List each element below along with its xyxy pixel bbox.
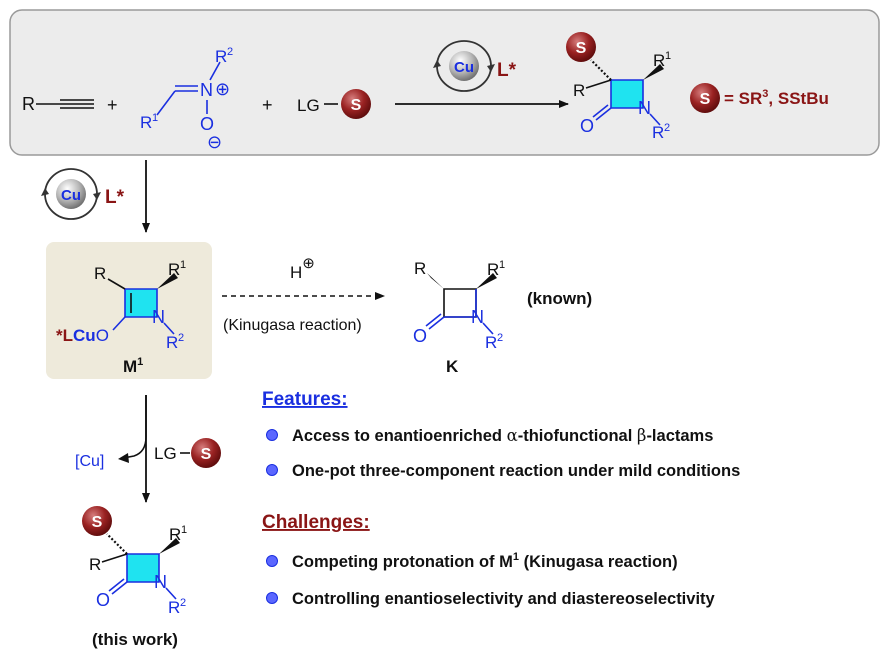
ligand-label: L*	[497, 60, 517, 81]
bullet-icon	[266, 464, 278, 476]
svg-text:R: R	[573, 81, 585, 100]
sulfur-ball-icon	[191, 438, 221, 468]
lg-sulfur-reagent: LG S	[297, 89, 371, 119]
side-catalyst: Cu L*	[41, 168, 125, 220]
svg-text:2: 2	[178, 332, 184, 344]
svg-text:1: 1	[180, 259, 186, 271]
svg-text:Cu: Cu	[61, 187, 81, 204]
svg-text:Cu: Cu	[454, 59, 474, 76]
sulfur-ball-icon	[566, 32, 596, 62]
known-label: (known)	[527, 289, 592, 308]
final-product: S R R 1 O N R 2	[82, 506, 187, 617]
svg-text:2: 2	[497, 332, 503, 344]
nitrone: R 1 N R 2 ⊕ O ⊖	[140, 46, 233, 152]
svg-text:LG: LG	[297, 96, 320, 115]
svg-text:N: N	[471, 307, 484, 327]
svg-text:2: 2	[227, 46, 233, 58]
svg-text:O: O	[413, 326, 427, 346]
svg-text:R: R	[168, 598, 180, 617]
svg-text:R: R	[653, 51, 665, 70]
sulfur-definition: S = SR3, SStBu	[690, 83, 829, 113]
bullet-icon	[266, 555, 278, 567]
challenge-item: Controlling enantioselectivity and diast…	[292, 590, 716, 608]
svg-text:R: R	[215, 47, 227, 66]
challenge-item: Competing protonation of M1 (Kinugasa re…	[292, 551, 678, 571]
plus-sign: +	[262, 95, 273, 115]
svg-text:K: K	[446, 357, 459, 376]
svg-text:S: S	[201, 446, 212, 463]
cu-removed-label: [Cu]	[75, 453, 104, 470]
svg-text:S: S	[576, 40, 587, 57]
svg-text:⊕: ⊕	[215, 79, 230, 99]
svg-text:O: O	[200, 114, 214, 134]
sulfur-ball-icon	[690, 83, 720, 113]
plus-sign: +	[107, 95, 118, 115]
svg-text:O: O	[96, 590, 110, 610]
svg-text:R: R	[89, 555, 101, 574]
svg-text:= SR3, SStBu: = SR3, SStBu	[724, 88, 829, 108]
svg-text:*LCuO: *LCuO	[56, 326, 109, 345]
svg-text:S: S	[92, 514, 103, 531]
top-product: S R R 1 O N R 2	[566, 32, 671, 142]
this-work-label: (this work)	[92, 630, 178, 649]
svg-text:R: R	[166, 333, 178, 352]
cu-release-curve	[122, 395, 147, 459]
feature-item: One-pot three-component reaction under m…	[292, 462, 740, 480]
feature-item: Access to enantioenriched α-thiofunction…	[292, 426, 713, 445]
svg-text:N: N	[154, 572, 167, 592]
svg-text:R: R	[94, 264, 106, 283]
svg-text:R: R	[414, 259, 426, 278]
svg-text:O: O	[580, 116, 594, 136]
sulfur-ball-icon	[82, 506, 112, 536]
svg-text:L*: L*	[105, 187, 125, 208]
alkyne: R	[22, 94, 94, 114]
svg-text:N: N	[152, 307, 165, 327]
svg-text:1: 1	[152, 112, 158, 124]
kinugasa-caption: (Kinugasa reaction)	[223, 317, 362, 334]
sulfur-ball-icon	[341, 89, 371, 119]
svg-text:2: 2	[664, 122, 670, 134]
svg-text:R: R	[485, 333, 497, 352]
svg-text:2: 2	[180, 597, 186, 609]
svg-text:1: 1	[665, 50, 671, 62]
svg-text:R: R	[169, 525, 181, 544]
svg-text:N: N	[638, 98, 651, 118]
svg-text:1: 1	[181, 524, 187, 536]
svg-text:R: R	[652, 123, 664, 142]
svg-text:R: R	[140, 113, 152, 132]
features-heading: Features:	[262, 389, 348, 410]
svg-text:S: S	[700, 91, 711, 108]
challenges-heading: Challenges:	[262, 512, 370, 533]
svg-text:S: S	[351, 97, 362, 114]
svg-text:1: 1	[499, 259, 505, 271]
svg-text:LG: LG	[154, 444, 177, 463]
copper-catalyst-icon: Cu	[433, 40, 495, 92]
intermediate-m1: R R 1 N R 2 *LCuO M1	[56, 259, 186, 376]
product-k: R R 1 O N R 2 K	[413, 259, 505, 376]
svg-text:M1: M1	[123, 356, 143, 376]
bullet-icon	[266, 592, 278, 604]
bullet-icon	[266, 429, 278, 441]
svg-text:R: R	[487, 260, 499, 279]
svg-text:⊖: ⊖	[207, 132, 222, 152]
svg-text:R: R	[168, 260, 180, 279]
svg-text:N: N	[200, 80, 213, 100]
lg-sulfur-reagent: LG S	[154, 438, 221, 468]
proton-label: H⊕	[290, 255, 315, 282]
svg-text:R: R	[22, 94, 35, 114]
